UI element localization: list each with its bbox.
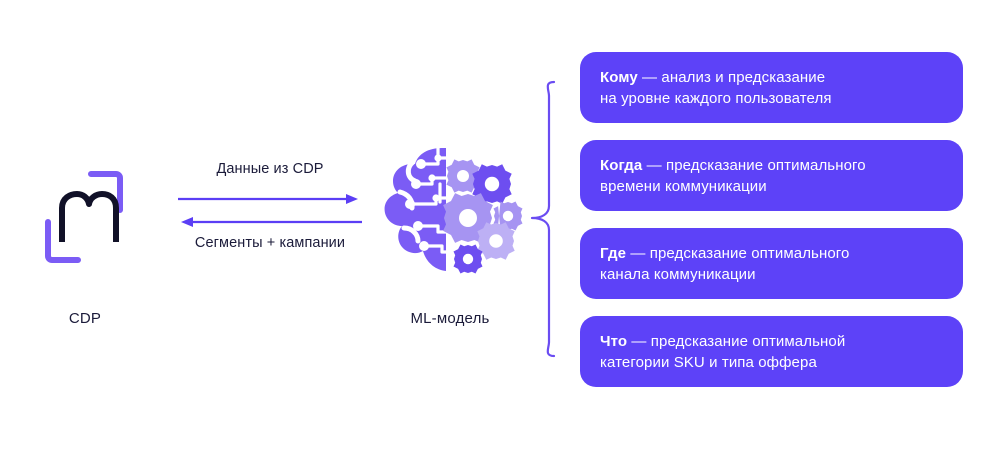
outcome-line1: предсказание оптимального xyxy=(666,156,866,174)
outcome-card-text: Что — предсказание оптимальной категории … xyxy=(600,331,845,373)
outcome-card-chto[interactable]: Что — предсказание оптимальной категории … xyxy=(580,316,963,387)
outcome-keyword: Что xyxy=(600,332,628,350)
outcome-line2: на уровне каждого пользователя xyxy=(600,89,832,107)
outcome-card-kogda[interactable]: Когда — предсказание оптимального времени… xyxy=(580,140,963,211)
outcome-dash: — xyxy=(626,244,650,262)
flow-label-forward: Данные из CDP xyxy=(216,161,324,177)
outcomes-list: Кому — анализ и предсказание на уровне ка… xyxy=(580,52,963,387)
outcome-keyword: Кому xyxy=(600,68,638,86)
outcome-line2: времени коммуникации xyxy=(600,177,767,195)
flow-arrows-group: Данные из CDP Сегменты + кампании xyxy=(170,155,370,265)
cdp-label: CDP xyxy=(68,310,102,327)
outcome-dash: — xyxy=(637,68,662,86)
outcome-keyword: Где xyxy=(600,244,627,262)
ml-model-label: ML-модель xyxy=(410,310,490,327)
ml-model-node: ML-модель xyxy=(375,140,525,340)
outcome-card-text: Когда — предсказание оптимального времени… xyxy=(600,155,866,197)
outcome-line2: канала коммуникации xyxy=(600,265,756,283)
outcome-keyword: Когда xyxy=(600,156,643,174)
outcome-line1: предсказание оптимального xyxy=(649,244,850,262)
cdp-node: CDP xyxy=(0,150,170,340)
outcome-line1: анализ и предсказание xyxy=(661,68,826,86)
curly-brace-icon xyxy=(528,80,556,360)
flow-label-backward: Сегменты + кампании xyxy=(194,235,346,251)
ai-brain-gears-icon xyxy=(380,140,525,280)
outcome-card-text: Где — предсказание оптимального канала ко… xyxy=(600,243,849,285)
arrow-pair-icon xyxy=(178,194,362,227)
outcome-dash: — xyxy=(627,332,651,350)
outcome-card-gde[interactable]: Где — предсказание оптимального канала ко… xyxy=(580,228,963,299)
outcome-card-text: Кому — анализ и предсказание на уровне ка… xyxy=(600,67,832,109)
outcome-dash: — xyxy=(642,156,666,174)
outcome-line1: предсказание оптимальной xyxy=(650,332,846,350)
outcome-card-komu[interactable]: Кому — анализ и предсказание на уровне ка… xyxy=(580,52,963,123)
outcome-line2: категории SKU и типа оффера xyxy=(600,353,817,371)
mindbox-m-brackets-logo xyxy=(28,164,140,272)
